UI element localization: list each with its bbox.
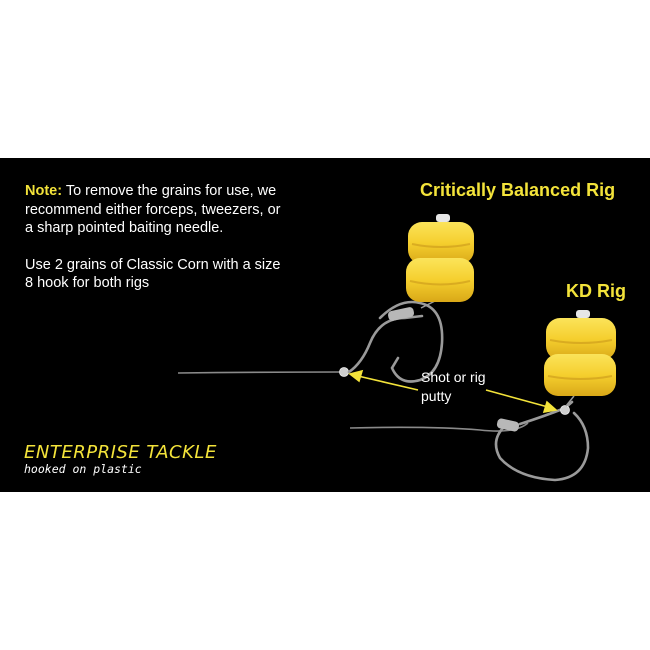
brand-logo-text: ENTERPRISE TACKLE bbox=[24, 442, 217, 463]
cb-shot bbox=[339, 367, 349, 377]
kd-corn-grain-top bbox=[546, 318, 616, 360]
callout-arrow-left bbox=[348, 369, 419, 391]
shot-callout-label: Shot or rig putty bbox=[421, 369, 486, 404]
cb-shrink-tube bbox=[387, 307, 415, 321]
note-text: To remove the grains for use, we recomme… bbox=[25, 183, 281, 236]
cb-corn-grain-bottom bbox=[406, 258, 474, 302]
kd-boom bbox=[565, 395, 575, 407]
rig-illustration-panel: Note: To remove the grains for use, we r… bbox=[0, 158, 650, 492]
kd-shrink-tube bbox=[496, 418, 520, 432]
cb-stop bbox=[436, 214, 450, 222]
cb-corn-grain-top bbox=[408, 222, 474, 264]
kd-rig-title: KD Rig bbox=[566, 281, 626, 301]
rig-diagram bbox=[177, 214, 616, 482]
critically-balanced-rig-title: Critically Balanced Rig bbox=[420, 180, 616, 200]
kd-shot bbox=[560, 405, 570, 415]
kd-stop bbox=[576, 310, 590, 318]
note-block: Note: To remove the grains for use, we r… bbox=[25, 182, 285, 311]
cb-hooklink-line bbox=[177, 371, 341, 374]
kd-hook bbox=[494, 400, 590, 482]
note-paragraph: Note: To remove the grains for use, we r… bbox=[25, 182, 285, 238]
kd-corn-grain-bottom bbox=[544, 354, 616, 396]
usage-text: Use 2 grains of Classic Corn with a size… bbox=[25, 256, 281, 292]
callout-arrow-right bbox=[485, 389, 558, 414]
brand-tagline: hooked on plastic bbox=[24, 462, 142, 476]
note-label: Note: bbox=[25, 183, 63, 199]
